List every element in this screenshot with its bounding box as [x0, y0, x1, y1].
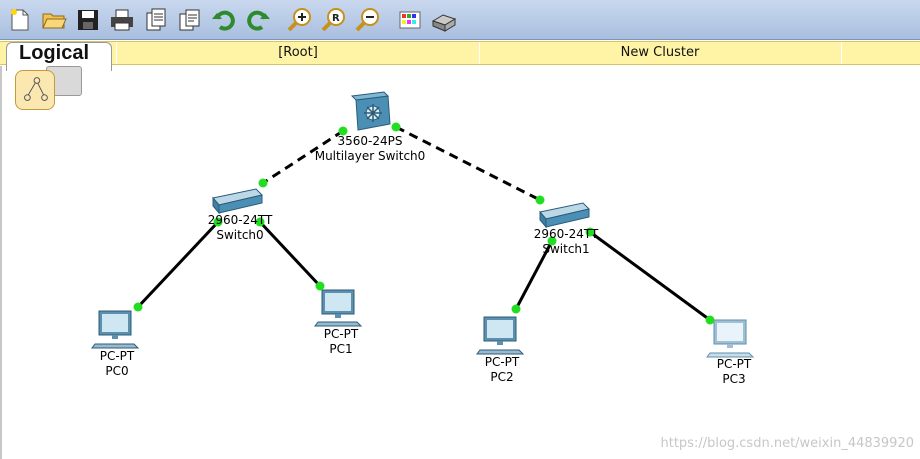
pc1-icon[interactable] — [314, 289, 363, 327]
undo-button[interactable] — [208, 4, 240, 36]
switch1-label: 2960-24TT Switch1 — [516, 227, 616, 257]
device-model: PC-PT — [323, 327, 359, 341]
multilayer-switch-label: 3560-24PS Multilayer Switch0 — [300, 134, 440, 164]
link-switch0-pc0[interactable] — [136, 220, 220, 309]
link-status-lights — [133, 122, 715, 325]
activity-wizard-button[interactable] — [140, 4, 172, 36]
logical-view-icon[interactable] — [15, 70, 55, 110]
cluster-button[interactable]: New Cluster — [479, 42, 842, 64]
device-name: Switch0 — [216, 228, 264, 242]
save-button[interactable] — [72, 4, 104, 36]
copy-icon — [179, 9, 200, 30]
workspace-bar: [Root] New Cluster — [0, 41, 920, 65]
device-model: 2960-24TT — [533, 227, 599, 241]
open-button[interactable] — [38, 4, 70, 36]
link-mls-switch1[interactable] — [395, 125, 541, 202]
copy-button[interactable] — [174, 4, 206, 36]
device-name: Switch1 — [542, 242, 590, 256]
redo-icon — [247, 10, 270, 31]
pc0-label: PC-PT PC0 — [77, 349, 157, 379]
switch0-icon[interactable] — [212, 188, 263, 215]
main-toolbar: R — [0, 0, 920, 40]
palette-button[interactable] — [394, 4, 426, 36]
device-name: PC3 — [722, 372, 746, 386]
device-model: 3560-24PS — [337, 134, 403, 148]
palette-icon — [399, 11, 421, 28]
zoom-reset-button[interactable]: R — [318, 4, 350, 36]
custom-device-button[interactable] — [428, 4, 460, 36]
links — [136, 125, 711, 322]
watermark: https://blog.csdn.net/weixin_44839920 — [660, 436, 914, 451]
pc2-icon[interactable] — [476, 316, 525, 355]
pc2-label: PC-PT PC2 — [462, 355, 542, 385]
switch0-label: 2960-24TT Switch0 — [190, 213, 290, 243]
zoom-in-button[interactable] — [284, 4, 316, 36]
undo-icon — [212, 10, 235, 31]
custom-device-icon — [431, 13, 457, 32]
new-file-icon — [11, 8, 29, 30]
pc3-label: PC-PT PC3 — [694, 357, 774, 387]
link-switch1-pc2[interactable] — [514, 240, 554, 310]
device-name: PC2 — [490, 370, 514, 384]
device-name: PC0 — [105, 364, 129, 378]
device-model: PC-PT — [716, 357, 752, 371]
pc3-icon[interactable] — [706, 319, 755, 358]
device-model: 2960-24TT — [207, 213, 273, 227]
multilayer-switch-icon[interactable] — [350, 91, 391, 131]
device-model: PC-PT — [484, 355, 520, 369]
link-switch1-pc3[interactable] — [589, 230, 711, 322]
svg-text:R: R — [332, 13, 340, 24]
device-name: PC1 — [329, 342, 353, 356]
logical-tab-label: Logical — [19, 42, 90, 64]
zoom-out-button[interactable] — [352, 4, 384, 36]
pc1-label: PC-PT PC1 — [301, 327, 381, 357]
device-name: Multilayer Switch0 — [314, 149, 426, 163]
root-button[interactable]: [Root] — [116, 42, 480, 64]
switch1-icon[interactable] — [539, 202, 590, 229]
print-button[interactable] — [106, 4, 138, 36]
device-model: PC-PT — [99, 349, 135, 363]
print-icon — [111, 9, 133, 30]
zoom-out-icon — [355, 7, 379, 31]
workspace-border — [0, 66, 2, 459]
activity-wizard-icon — [146, 8, 166, 30]
zoom-reset-icon: R — [321, 7, 345, 31]
link-switch0-pc1[interactable] — [258, 220, 322, 288]
save-icon — [78, 9, 98, 30]
link-mls-switch0[interactable] — [262, 129, 344, 185]
redo-button[interactable] — [242, 4, 274, 36]
topology-canvas[interactable] — [0, 66, 920, 459]
new-file-button[interactable] — [4, 4, 36, 36]
pc0-icon[interactable] — [91, 310, 140, 349]
open-folder-icon — [42, 13, 67, 28]
zoom-in-icon — [287, 7, 311, 31]
